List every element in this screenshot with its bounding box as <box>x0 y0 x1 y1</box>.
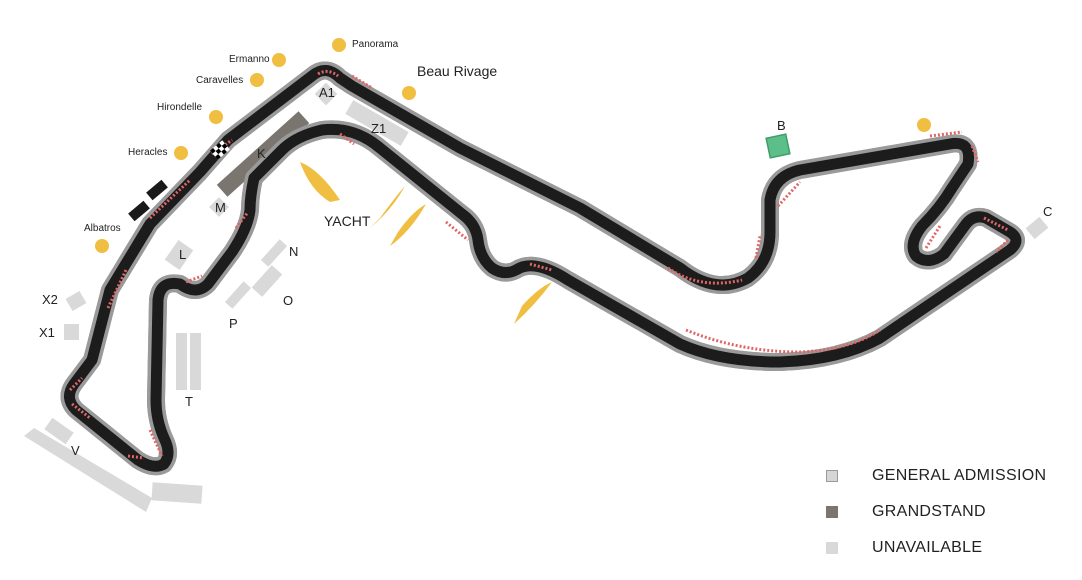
viewpoint-albatros[interactable] <box>95 239 109 253</box>
label-t: T <box>185 394 193 409</box>
pit-building-1 <box>128 200 150 222</box>
stand-z1[interactable] <box>345 100 409 146</box>
stand-t-right[interactable] <box>190 333 201 390</box>
stand-m[interactable] <box>209 197 229 217</box>
yacht-1 <box>300 162 340 202</box>
viewpoint-caravelles[interactable] <box>250 73 264 87</box>
stand-v[interactable] <box>44 417 74 445</box>
stand-l[interactable] <box>164 240 194 270</box>
stand-b-selected[interactable] <box>765 133 791 159</box>
grandstand-swatch <box>826 506 838 518</box>
label-k: K <box>257 146 266 161</box>
label-n: N <box>289 244 298 259</box>
label-b: B <box>777 118 786 133</box>
yachts <box>300 162 552 324</box>
label-albatros: Albatros <box>84 223 121 234</box>
label-yacht: YACHT <box>324 213 371 229</box>
legend-grandstand[interactable]: GRANDSTAND <box>826 494 1046 530</box>
viewpoint-unnamed[interactable] <box>917 118 931 132</box>
legend-label: GRANDSTAND <box>872 503 986 520</box>
label-panorama: Panorama <box>352 39 399 50</box>
unavailable-swatch <box>826 542 838 554</box>
label-p: P <box>229 316 238 331</box>
viewpoint-hirondelle[interactable] <box>209 110 223 124</box>
label-z1: Z1 <box>371 121 386 136</box>
label-v: V <box>71 443 80 458</box>
yacht-2 <box>370 186 405 228</box>
race-track <box>69 70 1016 466</box>
label-heracles: Heracles <box>128 147 167 158</box>
viewpoint-heracles[interactable] <box>174 146 188 160</box>
label-beau-rivage: Beau Rivage <box>417 63 497 79</box>
general-admission-swatch <box>826 470 838 482</box>
label-o: O <box>283 293 293 308</box>
viewpoint-panorama[interactable] <box>332 38 346 52</box>
pit-building-2 <box>146 179 168 201</box>
label-x2: X2 <box>42 292 58 307</box>
stand-v-curve <box>24 428 152 512</box>
label-a1: A1 <box>319 85 335 100</box>
kerbs <box>68 69 1010 460</box>
legend: GENERAL ADMISSION GRANDSTAND UNAVAILABLE <box>826 458 1046 566</box>
stand-o[interactable] <box>251 265 283 297</box>
stand-p[interactable] <box>224 281 252 309</box>
stand-v-right <box>151 482 203 504</box>
label-l: L <box>179 247 186 262</box>
label-m: M <box>215 200 226 215</box>
legend-general-admission[interactable]: GENERAL ADMISSION <box>826 458 1046 494</box>
yacht-3 <box>390 204 426 246</box>
label-ermanno: Ermanno <box>229 54 270 65</box>
label-caravelles: Caravelles <box>196 75 243 86</box>
legend-unavailable[interactable]: UNAVAILABLE <box>826 530 1046 566</box>
stand-n[interactable] <box>260 239 288 267</box>
viewpoint-beau-rivage[interactable] <box>402 86 416 100</box>
label-x1: X1 <box>39 325 55 340</box>
legend-label: GENERAL ADMISSION <box>872 467 1047 484</box>
legend-label: UNAVAILABLE <box>872 539 983 556</box>
stand-t-left[interactable] <box>176 333 187 390</box>
start-finish-line <box>210 140 230 160</box>
unavailable-stands <box>24 82 1049 512</box>
stand-c[interactable] <box>1025 216 1049 240</box>
viewpoint-ermanno[interactable] <box>272 53 286 67</box>
label-hirondelle: Hirondelle <box>157 102 202 113</box>
stand-x2[interactable] <box>65 290 87 312</box>
label-c: C <box>1043 204 1052 219</box>
grandstand-k[interactable] <box>216 111 310 197</box>
yacht-4 <box>514 282 552 324</box>
stand-x1[interactable] <box>64 324 79 340</box>
stand-a1[interactable] <box>314 82 338 106</box>
viewpoint-markers <box>95 38 931 253</box>
